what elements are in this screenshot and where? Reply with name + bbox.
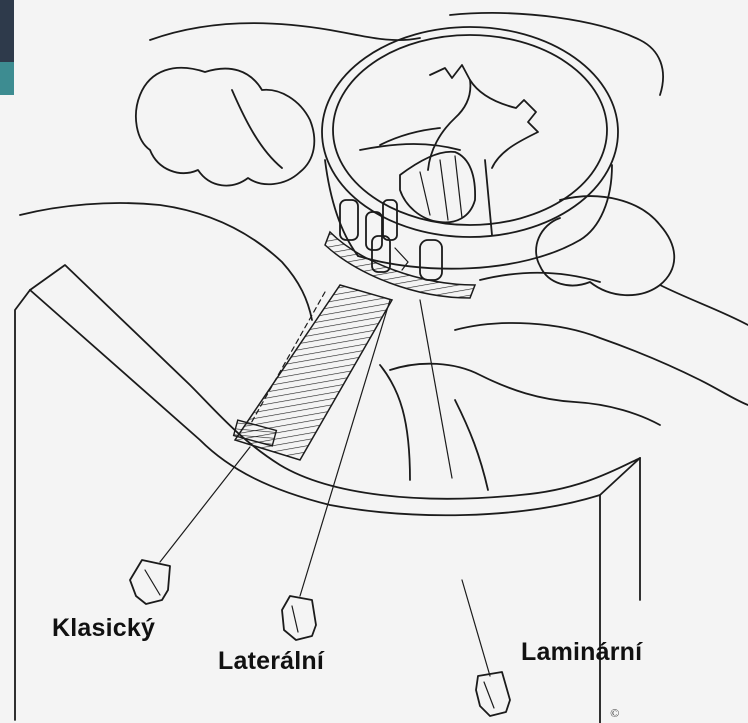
spinal-cord <box>360 65 538 235</box>
right-tissue-outline <box>390 13 748 425</box>
needle-classic <box>130 447 250 604</box>
label-lateral-approach: Laterální <box>218 647 324 676</box>
label-laminar-approach: Laminární <box>521 638 642 667</box>
left-tissue-outline <box>20 23 420 320</box>
artist-signature: © <box>610 706 619 721</box>
needle-laminar <box>420 300 510 716</box>
label-classic-approach: Klasický <box>52 614 155 643</box>
